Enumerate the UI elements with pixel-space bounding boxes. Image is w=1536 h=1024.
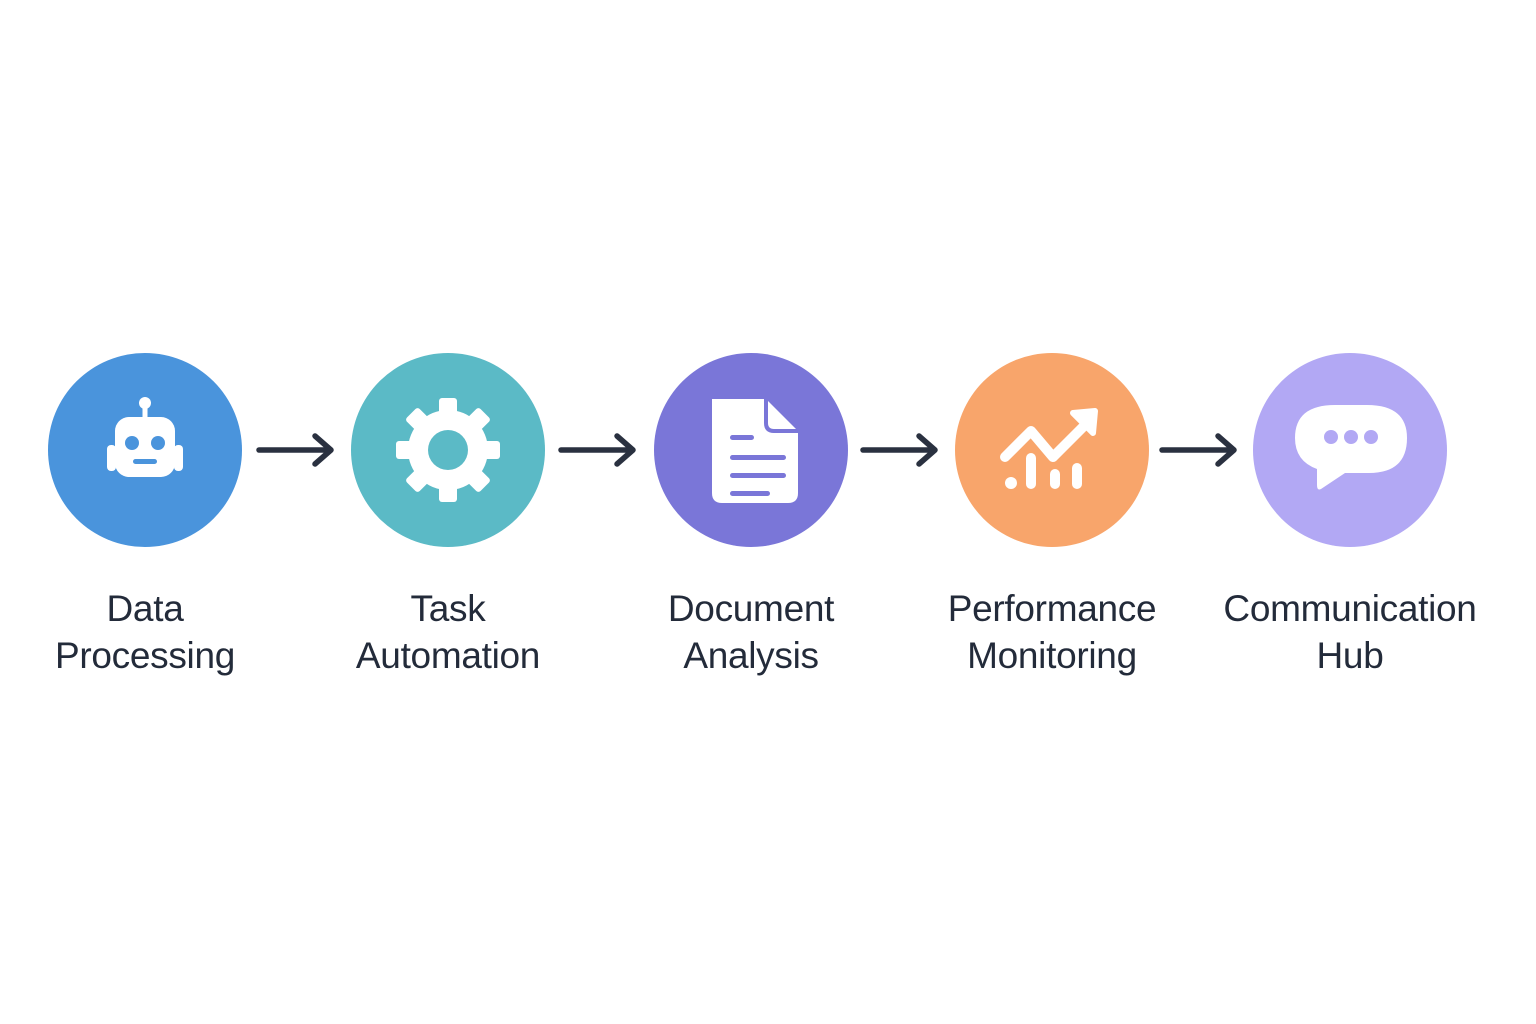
communication-hub-circle [1253, 353, 1447, 547]
step-label-line2: Analysis [683, 635, 819, 676]
step-label-line1: Task [410, 588, 486, 629]
gear-icon [396, 398, 500, 502]
document-analysis-circle [654, 353, 848, 547]
trend-chart-icon [1000, 408, 1098, 489]
data-processing-circle [48, 353, 242, 547]
step-label: Task Automation [298, 585, 598, 679]
step-label-line1: Performance [947, 588, 1157, 629]
step-communication-hub: Communication Hub [1200, 353, 1500, 679]
step-data-processing: Data Processing [0, 353, 295, 679]
performance-monitoring-circle [955, 353, 1149, 547]
step-label-line2: Automation [355, 635, 541, 676]
step-label: Document Analysis [601, 585, 901, 679]
step-label-line2: Monitoring [967, 635, 1137, 676]
arrow-right-icon [558, 433, 636, 467]
arrow-right-icon [1159, 433, 1237, 467]
step-label-line2: Hub [1316, 635, 1384, 676]
arrow-right-icon [256, 433, 334, 467]
chat-bubble-icon [1295, 405, 1407, 490]
step-label-line1: Data [106, 588, 184, 629]
step-label: Communication Hub [1200, 585, 1500, 679]
task-automation-circle [351, 353, 545, 547]
step-label: Data Processing [0, 585, 295, 679]
robot-icon [107, 397, 183, 477]
document-icon [712, 399, 798, 503]
step-label-line2: Processing [54, 635, 236, 676]
step-label-line1: Communication [1223, 588, 1477, 629]
step-document-analysis: Document Analysis [601, 353, 901, 679]
step-label: Performance Monitoring [902, 585, 1202, 679]
arrow-right-icon [860, 433, 938, 467]
step-task-automation: Task Automation [298, 353, 598, 679]
step-label-line1: Document [667, 588, 835, 629]
step-performance-monitoring: Performance Monitoring [902, 353, 1202, 679]
